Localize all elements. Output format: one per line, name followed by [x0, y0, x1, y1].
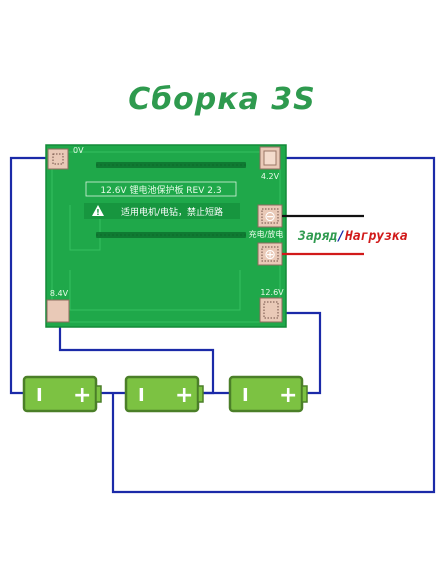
- pad-126v: [259, 297, 283, 323]
- output-label: Заряд/Нагрузка: [297, 229, 408, 244]
- charge-label: Заряд: [297, 229, 337, 244]
- label-separator: /: [337, 229, 345, 244]
- pad-126v-label: 12.6V: [260, 288, 284, 297]
- battery-1-plus: +: [73, 383, 91, 408]
- battery-3-minus: I: [242, 385, 249, 406]
- pad-84v-label: 8.4V: [50, 289, 69, 298]
- svg-text:!: !: [96, 208, 100, 217]
- battery-1: I +: [22, 375, 102, 413]
- diagram-title: Сборка 3S: [128, 82, 316, 117]
- pad-charge-label: 充电/放电: [249, 229, 284, 239]
- battery-2-plus: +: [175, 383, 193, 408]
- battery-2: I +: [124, 375, 204, 413]
- pad-0v: [47, 148, 69, 170]
- pad-84v: [46, 299, 70, 323]
- battery-2-minus: I: [138, 385, 145, 406]
- plus-symbol-icon: ⊕: [264, 247, 276, 263]
- battery-3-plus: +: [279, 383, 297, 408]
- battery-1-minus: I: [36, 385, 43, 406]
- wire-0v-to-battery1: [9, 156, 58, 395]
- wire-126v: [275, 311, 322, 395]
- battery-3: I +: [228, 375, 308, 413]
- load-label: Нагрузка: [344, 229, 408, 244]
- wire-42v: [111, 156, 436, 494]
- board-rev-label: 12.6V 锂电池保护板 REV 2.3: [100, 184, 221, 196]
- pad-42v-label: 4.2V: [261, 172, 280, 181]
- board-warning-text: 适用电机/电钻，禁止短路: [121, 206, 223, 218]
- pcb-board: !: [45, 144, 287, 328]
- pad-0v-label: 0V: [73, 146, 84, 155]
- minus-symbol-icon: ⊖: [264, 209, 276, 225]
